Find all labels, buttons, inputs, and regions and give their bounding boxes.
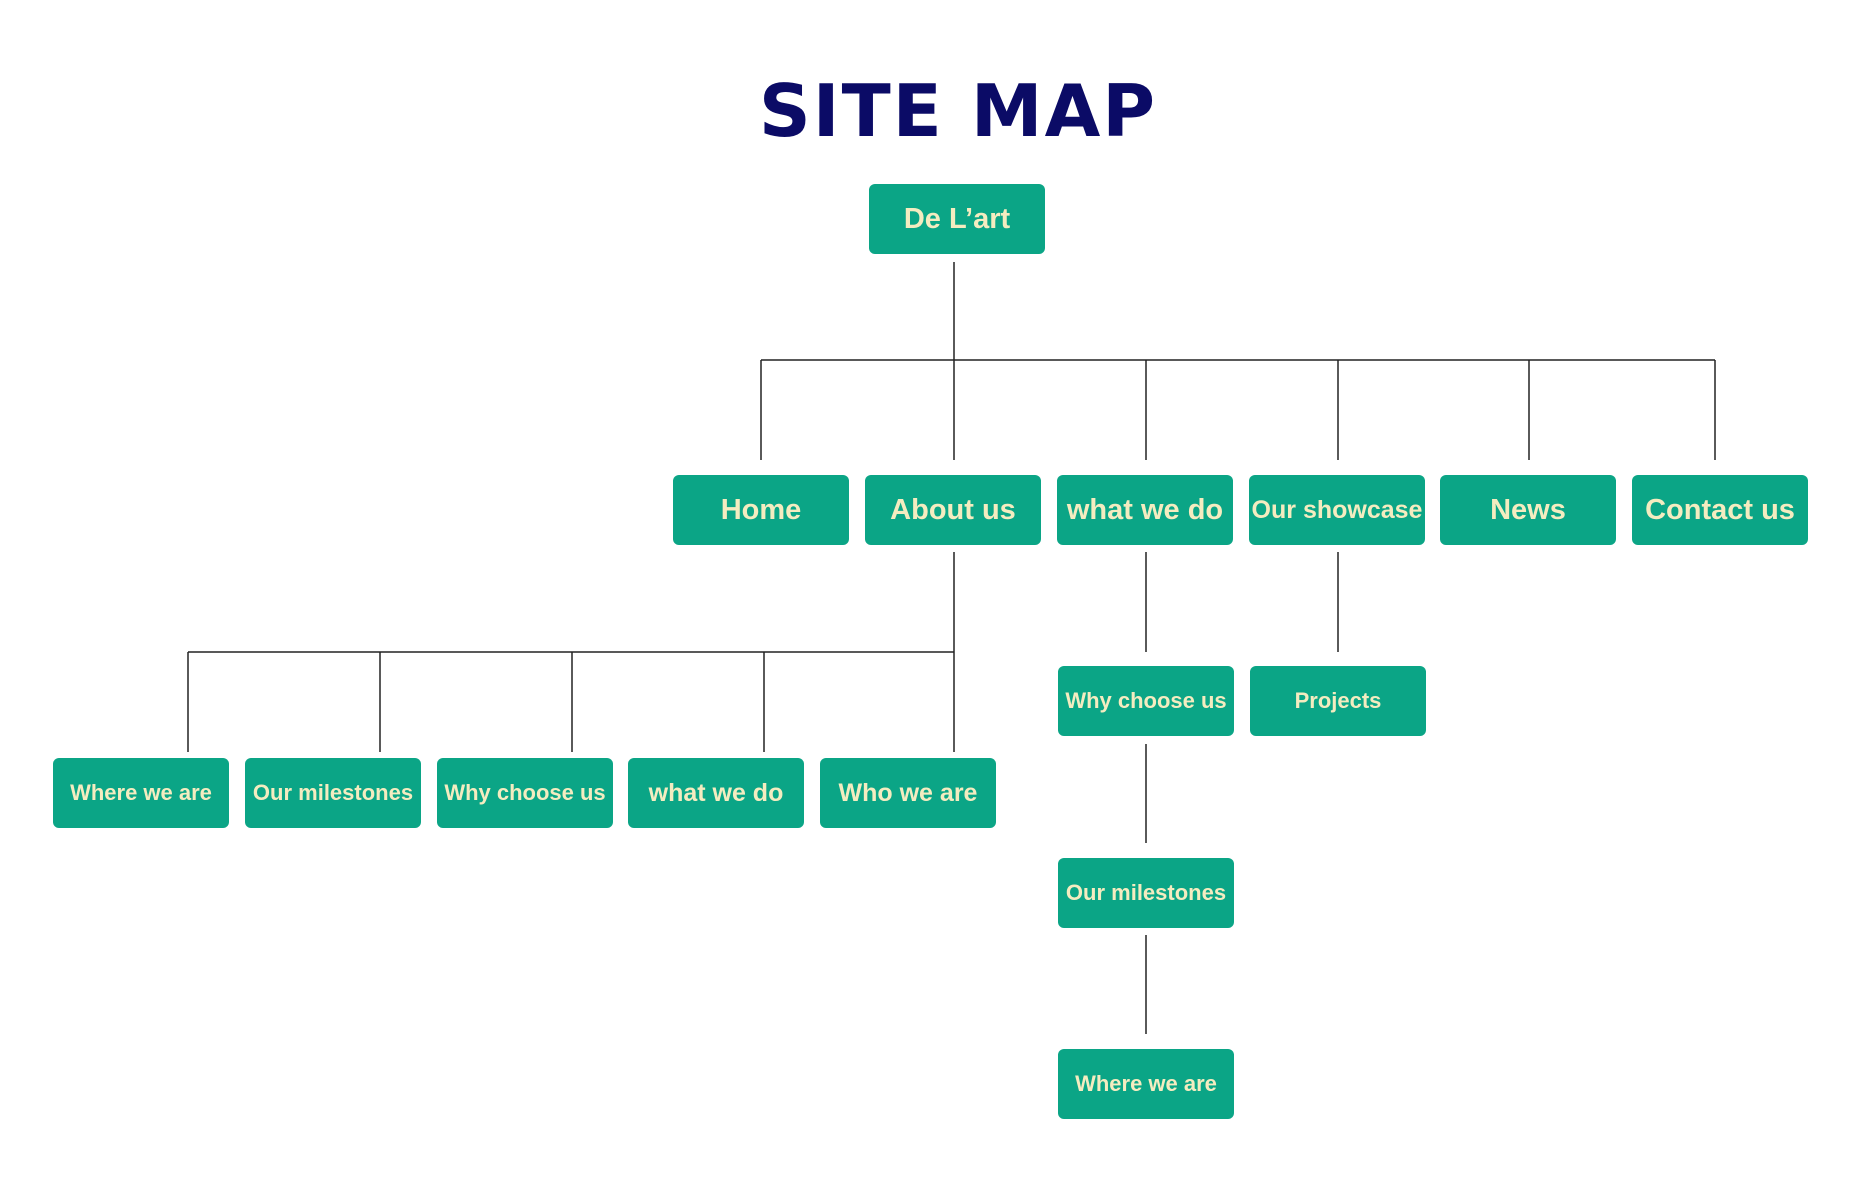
node-about-where-we-are[interactable]: Where we are (53, 758, 229, 828)
node-showcase-projects[interactable]: Projects (1250, 666, 1426, 736)
diagram-title: SITE MAP (758, 69, 1158, 153)
node-about-us-label: About us (890, 493, 1016, 526)
node-our-showcase-label: Our showcase (1251, 495, 1423, 524)
node-about-our-milestones[interactable]: Our milestones (245, 758, 421, 828)
node-home-label: Home (720, 493, 802, 526)
node-about-who-we-are-label: Who we are (838, 778, 978, 807)
node-about-why-choose-us-label: Why choose us (444, 780, 606, 805)
node-about-why-choose-us[interactable]: Why choose us (437, 758, 613, 828)
node-whatwedo-why-choose-us[interactable]: Why choose us (1058, 666, 1234, 736)
node-contact-us-label: Contact us (1645, 493, 1795, 526)
node-whatwedo-why-choose-us-label: Why choose us (1065, 688, 1227, 713)
node-showcase-projects-label: Projects (1294, 688, 1382, 713)
node-what-we-do-label: what we do (1066, 493, 1224, 526)
node-whatwedo-where-we-are-label: Where we are (1075, 1071, 1217, 1096)
node-what-we-do[interactable]: what we do (1057, 475, 1233, 545)
node-our-showcase[interactable]: Our showcase (1249, 475, 1425, 545)
node-about-what-we-do[interactable]: what we do (628, 758, 804, 828)
node-contact-us[interactable]: Contact us (1632, 475, 1808, 545)
node-whatwedo-where-we-are[interactable]: Where we are (1058, 1049, 1234, 1119)
node-whatwedo-our-milestones-label: Our milestones (1065, 880, 1227, 905)
node-about-where-we-are-label: Where we are (70, 780, 212, 805)
node-root[interactable]: De L’art (869, 184, 1045, 254)
node-news-label: News (1490, 493, 1566, 526)
node-home[interactable]: Home (673, 475, 849, 545)
node-news[interactable]: News (1440, 475, 1616, 545)
node-about-us[interactable]: About us (865, 475, 1041, 545)
node-root-label: De L’art (903, 202, 1011, 235)
node-whatwedo-our-milestones[interactable]: Our milestones (1058, 858, 1234, 928)
node-about-what-we-do-label: what we do (648, 778, 784, 807)
node-about-our-milestones-label: Our milestones (252, 780, 414, 805)
node-about-who-we-are[interactable]: Who we are (820, 758, 996, 828)
